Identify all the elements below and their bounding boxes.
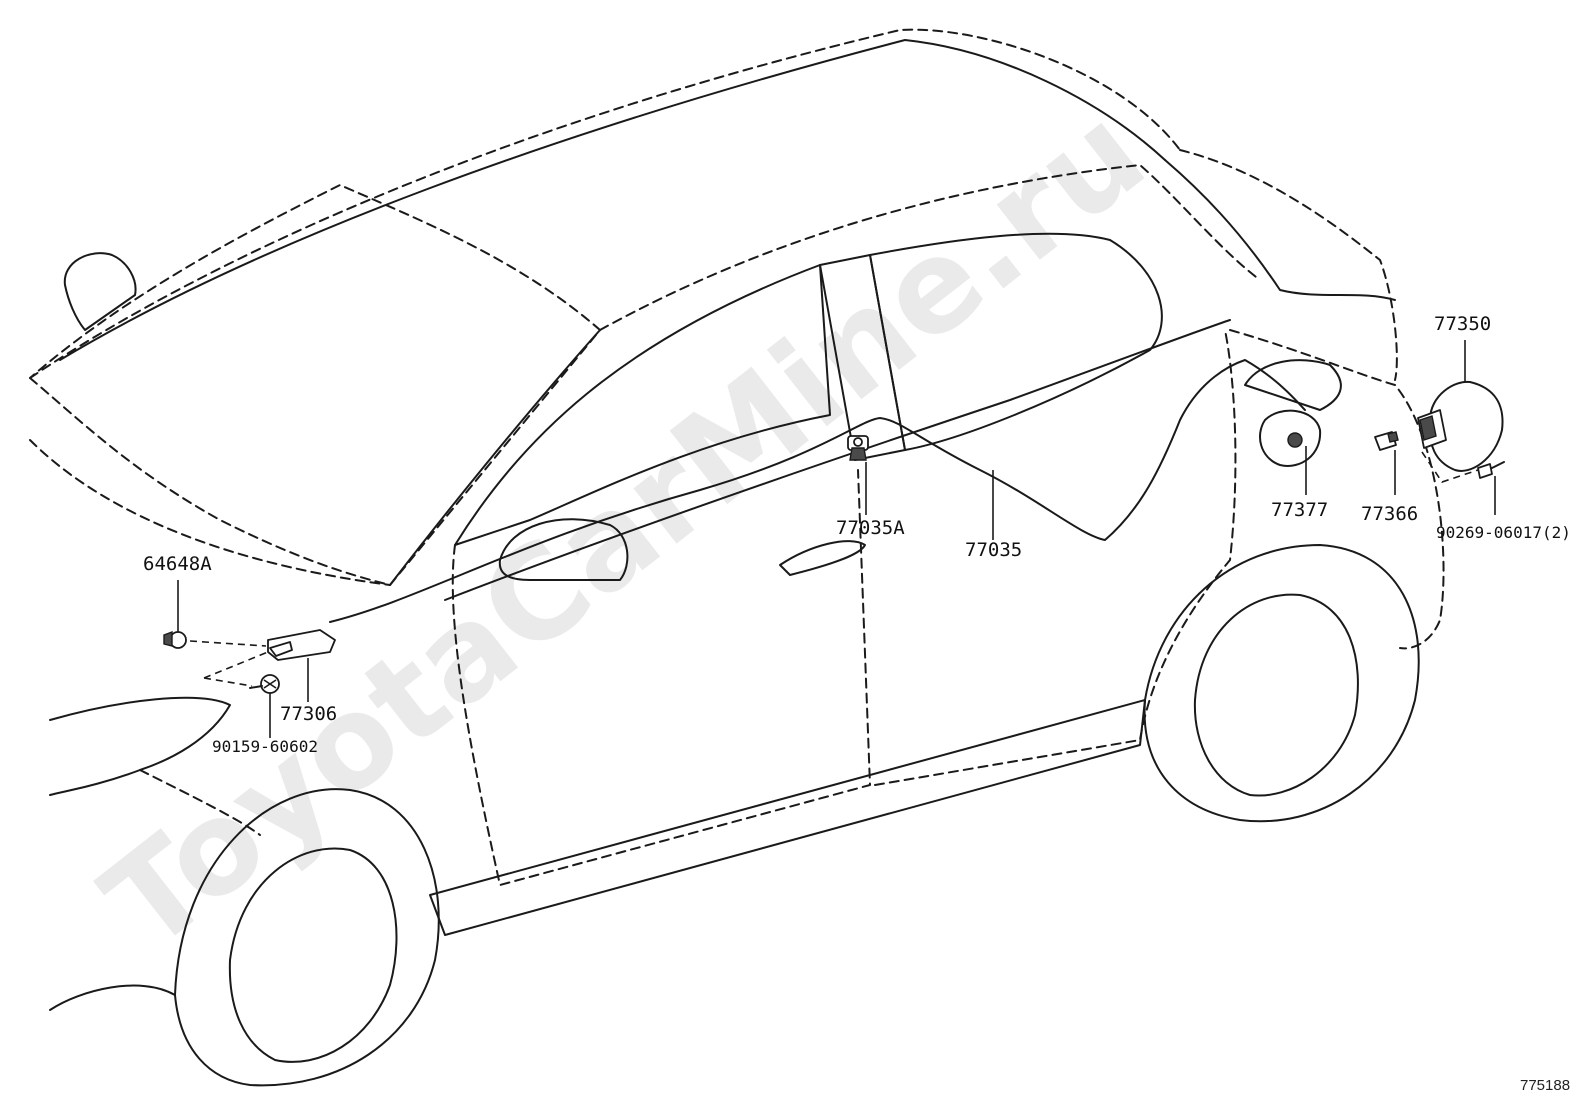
b-pillar: [819, 254, 906, 461]
clip-part: [163, 630, 187, 649]
lid-grommet-part: [1259, 409, 1322, 467]
label-cable-clamp: 77035A: [836, 517, 905, 539]
watermark-text: ToyotaCarMine.ru: [77, 78, 1172, 979]
rear-window: [869, 232, 1163, 451]
front-fender: [49, 696, 231, 796]
hood-line: [29, 439, 391, 586]
rocker-sill: [429, 699, 1146, 936]
label-lid-screw: 90269-06017(2): [1436, 523, 1571, 542]
label-clip: 64648A: [143, 553, 212, 575]
rear-spoiler: [1164, 159, 1396, 301]
windshield: [29, 184, 601, 586]
front-wheel: [49, 788, 440, 1087]
opener-lever-part: [267, 629, 336, 661]
rear-wheel: [1143, 544, 1420, 823]
fuel-lid-part: [1417, 380, 1504, 472]
rear-hatch: [1179, 149, 1398, 381]
car-body: [29, 28, 1445, 936]
lid-screw-part: [1477, 461, 1505, 479]
a-pillar: [389, 329, 601, 586]
mirror-left: [63, 252, 137, 331]
label-lid-hinge-grommet: 77377: [1271, 499, 1328, 521]
roof-outline: [29, 28, 1181, 379]
fender-arch-line: [139, 769, 261, 836]
label-lever-screw: 90159-60602: [212, 737, 318, 756]
cable-clamp-part: [847, 435, 869, 461]
lid-spring-part: [1374, 431, 1399, 451]
belt-line: [444, 319, 1231, 601]
side-mirror: [498, 518, 629, 581]
fuel-opening: [1244, 359, 1342, 411]
lever-screw-part: [249, 674, 280, 694]
rear-quarter: [1229, 329, 1445, 650]
figure-id: 775188: [1520, 1077, 1570, 1094]
opener-cable-path: [329, 359, 1306, 623]
rear-door: [874, 329, 1237, 786]
labels: 77350 77035 77035A 77377 77366 90269-060…: [143, 313, 1571, 756]
door-handle: [779, 540, 866, 576]
label-opener-lever: 77306: [280, 703, 337, 725]
label-lid-spring: 77366: [1361, 503, 1418, 525]
roof-rail: [59, 39, 1166, 361]
label-fuel-lid: 77350: [1434, 313, 1491, 335]
front-door: [451, 469, 871, 886]
label-opener-cable: 77035: [965, 539, 1022, 561]
leader-lines: [177, 340, 1496, 738]
roof-back: [599, 164, 1261, 331]
